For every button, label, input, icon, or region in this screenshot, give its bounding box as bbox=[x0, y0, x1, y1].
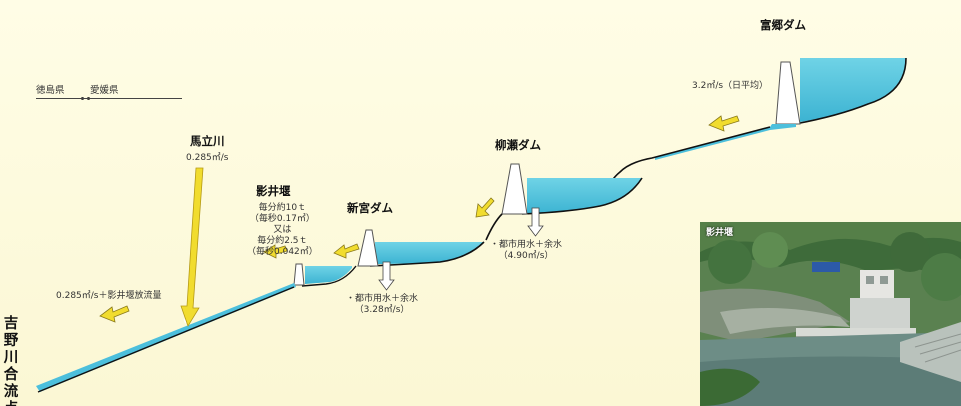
release-arrow-yanase bbox=[527, 207, 544, 237]
flow-arrow-yanase bbox=[475, 197, 495, 218]
kagei-weir-photo: 影井堰 bbox=[700, 222, 961, 406]
tomisato-flow-label: 3.2㎥/s（日平均） bbox=[692, 81, 769, 91]
shingu-release-line2: （3.28㎥/s） bbox=[354, 305, 410, 315]
kagei-weir bbox=[293, 263, 305, 286]
kagei-spec-line5: （毎秒0.042㎥） bbox=[247, 247, 318, 257]
kagei-weir-label: 影井堰 bbox=[256, 184, 291, 198]
photo-title: 影井堰 bbox=[706, 228, 734, 238]
weir-photo-image bbox=[700, 222, 961, 406]
umatate-inflow-arrow bbox=[180, 167, 204, 327]
tomisato-dam bbox=[775, 61, 801, 125]
tomisato-reservoir bbox=[800, 58, 906, 122]
umatate-flow-label: 0.285㎥/s bbox=[186, 153, 229, 163]
yanase-release-label: ・都市用水＋余水 （4.90㎥/s） bbox=[490, 240, 562, 262]
shingu-release-label: ・都市用水＋余水 （3.28㎥/s） bbox=[346, 294, 418, 316]
kagei-spec-line1: 毎分約10ｔ bbox=[258, 203, 307, 213]
kagei-spec-line3: 又は bbox=[273, 225, 292, 235]
confluence-label: 吉 野 川 合 流 点 bbox=[3, 316, 19, 406]
shingu-dam-label: 新宮ダム bbox=[347, 201, 393, 215]
prefecture-ehime: 愛媛県 bbox=[90, 85, 119, 96]
shingu-dam bbox=[357, 229, 379, 267]
kagei-spec-line2: （毎秒0.17㎥） bbox=[249, 214, 315, 224]
yanase-release-line2: （4.90㎥/s） bbox=[498, 251, 554, 261]
shingu-reservoir bbox=[375, 242, 484, 264]
kagei-spec-label: 毎分約10ｔ （毎秒0.17㎥） 又は 毎分約2.5ｔ （毎秒0.042㎥） bbox=[247, 203, 318, 258]
yanase-release-line1: ・都市用水＋余水 bbox=[490, 240, 563, 250]
prefecture-boundary: 徳島県 愛媛県 bbox=[36, 86, 182, 100]
yanase-reservoir bbox=[527, 178, 642, 214]
lower-river bbox=[36, 283, 296, 392]
kagei-pool bbox=[305, 266, 352, 284]
flow-arrow-kagei bbox=[263, 244, 288, 259]
yanase-dam-label: 柳瀬ダム bbox=[495, 138, 541, 152]
flow-arrow-tomisato bbox=[708, 115, 740, 132]
tomisato-bank bbox=[794, 57, 907, 125]
umatate-river-label: 馬立川 bbox=[190, 134, 225, 148]
downstream-flow-label: 0.285㎥/s＋影井堰放流量 bbox=[56, 291, 162, 301]
prefecture-tokushima: 徳島県 bbox=[36, 85, 65, 96]
kagei-spec-line4: 毎分約2.5ｔ bbox=[257, 236, 308, 246]
flow-arrow-downstream bbox=[99, 305, 130, 323]
upper-channel bbox=[655, 124, 796, 160]
tomisato-dam-label: 富郷ダム bbox=[760, 18, 806, 32]
flow-arrow-shingu bbox=[333, 243, 360, 259]
shingu-release-line1: ・都市用水＋余水 bbox=[346, 294, 419, 304]
release-arrow-shingu bbox=[378, 261, 395, 291]
yanase-dam bbox=[501, 163, 528, 215]
